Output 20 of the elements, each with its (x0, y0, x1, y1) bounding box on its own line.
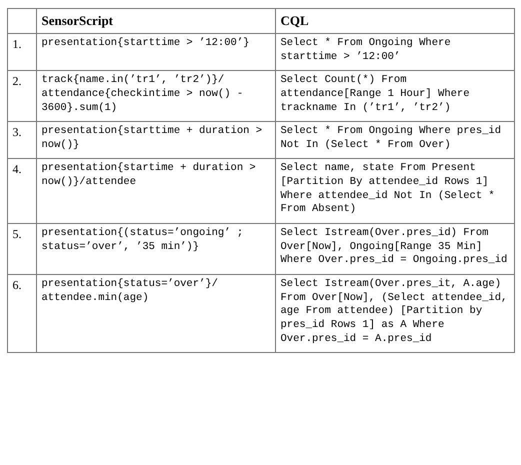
column-header: SensorScript (36, 8, 275, 34)
code-snippet: presentation{(status=’ongoing’ ; status=’over’, ’35 min’)} (36, 224, 275, 274)
row-number: 2. (7, 70, 36, 122)
row-number: 5. (7, 224, 36, 274)
column-header: CQL (275, 8, 514, 34)
code-snippet: presentation{startime + duration > now()}/attendee (36, 158, 275, 224)
row-number: 3. (7, 122, 36, 159)
code-snippet: Select name, state From Present [Partition By attendee_id Rows 1] Where attendee_id Not In (Select * From Absent) (275, 158, 514, 224)
code-snippet: presentation{starttime + duration > now()} (36, 122, 275, 159)
code-snippet: Select * From Ongoing Where pres_id Not In (Select * From Over) (275, 122, 514, 159)
row-number: 1. (7, 34, 36, 71)
code-snippet: presentation{starttime > ’12:00’} (36, 34, 275, 71)
code-snippet: Select Count(*) From attendance[Range 1 Hour] Where trackname In (’tr1’, ’tr2’) (275, 70, 514, 122)
row-number: 6. (7, 274, 36, 353)
code-snippet: Select Istream(Over.pres_id) From Over[Now], Ongoing[Range 35 Min] Where Over.pres_id = Ongoing.pres_id (275, 224, 514, 274)
code-snippet: presentation{status=’over’}/ attendee.min(age) (36, 274, 275, 353)
code-snippet: Select Istream(Over.pres_it, A.age) From Over[Now], (Select attendee_id, age From attendee) [Partition by pres_id Rows 1] as A Where Over.pres_id = A.pres_id (275, 274, 514, 353)
row-number: 4. (7, 158, 36, 224)
code-snippet: Select * From Ongoing Where starttime > ’12:00’ (275, 34, 514, 71)
code-snippet: track{name.in(’tr1’, ’tr2’)}/ attendance{checkintime > now() - 3600}.sum(1) (36, 70, 275, 122)
